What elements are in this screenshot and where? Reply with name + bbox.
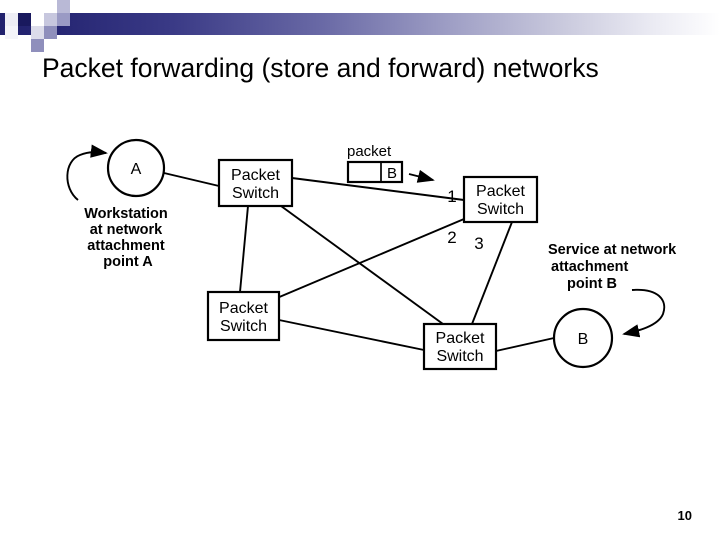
packet-address-label: B (387, 165, 397, 182)
edge-s3-s2 (276, 218, 465, 299)
edge-s2-s4 (471, 221, 513, 325)
node-packet-switch-3[interactable]: Packet Switch (206, 290, 281, 342)
service-pointer-arrow (622, 288, 666, 338)
node-s3-label-line1: Packet (219, 300, 268, 317)
node-b-label: B (578, 331, 589, 348)
node-packet-switch-4[interactable]: Packet Switch (422, 322, 498, 371)
workstation-caption-line-4: point A (103, 254, 153, 270)
edge-s4-b (495, 337, 555, 352)
port-label-2: 2 (447, 228, 456, 247)
mosaic-square-fade-1 (5, 13, 18, 26)
edge-s1-s4 (280, 205, 444, 325)
node-s1-box (217, 158, 294, 208)
edge-a-s1 (163, 172, 220, 187)
service-caption-line-2: attachment (551, 259, 629, 275)
workstation-pointer-path (66, 144, 108, 201)
node-workstation-a[interactable]: A (106, 138, 166, 198)
node-s4-label-line1: Packet (436, 330, 485, 347)
node-s1-label-line2: Switch (232, 185, 279, 202)
port-label-1: 1 (447, 187, 456, 206)
edge-s1-s3 (239, 205, 249, 293)
node-a-circle (106, 138, 166, 198)
mosaic-square-mid-2 (57, 0, 70, 13)
node-s2-label-line2: Switch (477, 201, 524, 218)
workstation-caption-line-2: at network (90, 222, 163, 238)
node-layer: A Packet Switch Packet Switch Pac (106, 138, 614, 371)
service-caption: Service at network attachment point B (548, 242, 680, 292)
node-packet-switch-1[interactable]: Packet Switch (217, 158, 294, 208)
page-title: Packet forwarding (store and forward) ne… (42, 53, 599, 83)
node-packet-switch-2[interactable]: Packet Switch (462, 175, 539, 224)
mosaic-square-fade-2 (5, 26, 18, 39)
workstation-pointer-arrow (66, 144, 108, 201)
packet-box (346, 160, 404, 184)
mosaic-square-mid-4 (31, 26, 44, 39)
service-caption-line-3: point B (567, 276, 617, 292)
annotation-layer: Workstation at network attachment point … (84, 206, 680, 292)
workstation-caption-line-1: Workstation (84, 206, 168, 222)
node-s1-label-line1: Packet (231, 167, 280, 184)
node-s2-box (462, 175, 539, 224)
node-s4-box (422, 322, 498, 371)
node-s3-label-line2: Switch (220, 318, 267, 335)
node-s3-box (206, 290, 281, 342)
mosaic-square-dark-2 (44, 26, 57, 39)
port-label-3: 3 (474, 234, 483, 253)
header-gradient-band (0, 13, 720, 35)
workstation-caption-line-3: attachment (87, 238, 165, 254)
mosaic-square-light-1 (31, 13, 44, 26)
node-s4-label-line2: Switch (436, 348, 483, 365)
node-b-circle (552, 307, 614, 369)
mosaic-square-mid-5 (31, 39, 44, 52)
service-caption-line-1: Service at network (548, 242, 677, 258)
mosaic-square-mid-3 (57, 13, 70, 26)
node-s2-label-line1: Packet (476, 183, 525, 200)
port-label-layer: 1 2 3 (447, 187, 483, 253)
packet-direction-arrow (408, 169, 435, 183)
packet-caption: packet (347, 143, 392, 160)
service-pointer-path (622, 288, 666, 338)
node-a-label: A (131, 161, 142, 178)
edge-layer (163, 172, 555, 352)
edge-s1-s2 (291, 177, 465, 201)
edge-s3-s4 (278, 319, 425, 351)
workstation-caption: Workstation at network attachment point … (84, 206, 172, 270)
packet-illustration: packet B (346, 143, 435, 184)
node-service-b[interactable]: B (552, 307, 614, 369)
mosaic-square-dark-1 (18, 13, 31, 26)
page-number: 10 (677, 508, 692, 523)
mosaic-square-mid-1 (44, 13, 57, 26)
